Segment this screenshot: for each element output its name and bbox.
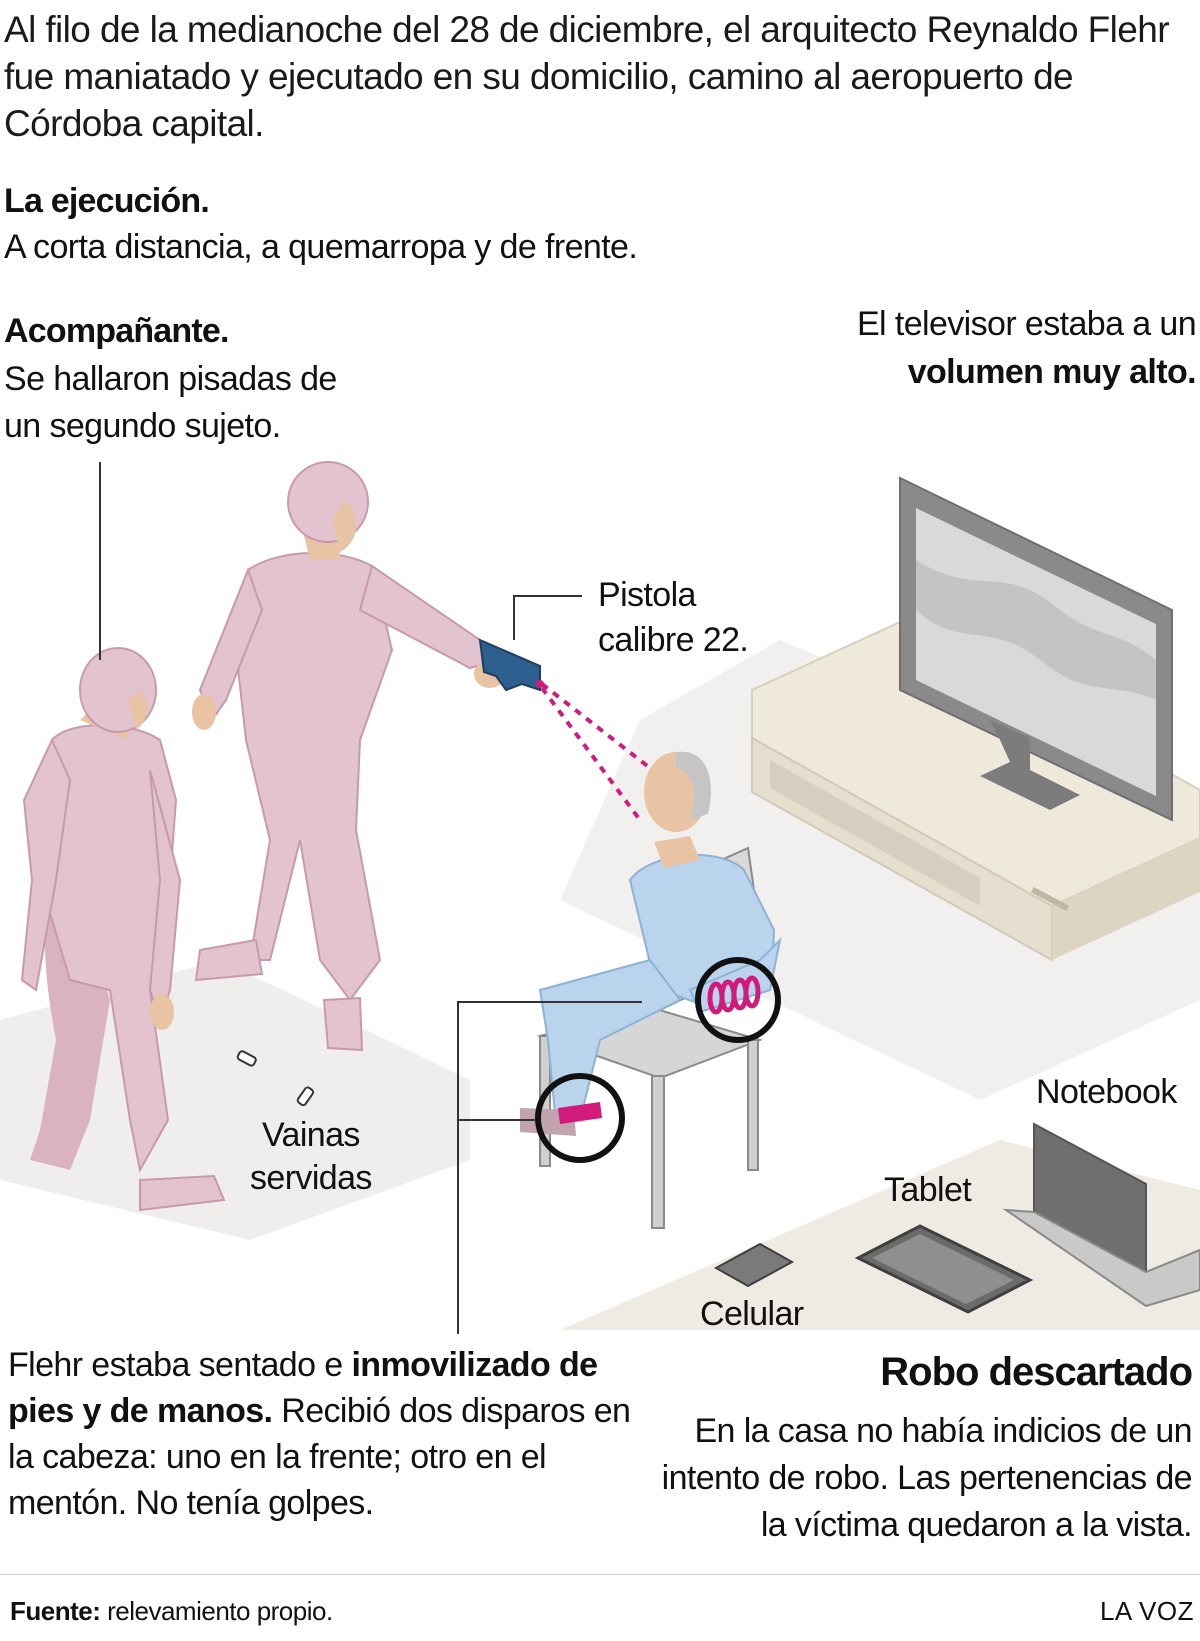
- tablet-device: [854, 1224, 1034, 1314]
- bullet-trajectories: [540, 682, 652, 822]
- tv-note-bold: volumen muy alto.: [907, 353, 1197, 391]
- mobile-phone: [713, 1242, 795, 1288]
- tv-stand: [751, 620, 1200, 962]
- casings-label-line2: servidas: [250, 1159, 372, 1197]
- shooter-figure: [192, 461, 506, 1052]
- shell-casings: [236, 1050, 315, 1107]
- source-label: Fuente:: [10, 1596, 101, 1626]
- companion-body: Se hallaron pisadas de un segundo sujeto…: [4, 360, 337, 445]
- execution-title: La ejecución.: [4, 182, 210, 220]
- notebook-label: Notebook: [1036, 1073, 1177, 1111]
- pistol-label-line2: calibre 22.: [598, 621, 749, 659]
- brand-credit: LA VOZ: [1099, 1596, 1194, 1626]
- television: [899, 476, 1173, 822]
- source-note: Fuente: relevamiento propio.: [10, 1594, 333, 1628]
- companion-title: Acompañante.: [4, 312, 229, 350]
- footer-divider: [0, 1574, 1200, 1575]
- robbery-body: En la casa no había indicios de un inten…: [661, 1412, 1193, 1544]
- robbery-title: Robo descartado: [880, 1350, 1193, 1394]
- pistol-label-line1: Pistola: [598, 576, 696, 614]
- source-text: relevamiento propio.: [100, 1596, 333, 1626]
- victim-note-bold: inmovilizado de pies y de manos.: [8, 1346, 598, 1430]
- feet-restraint-marker: [535, 1073, 625, 1163]
- victim-leader-line: [457, 1001, 642, 1334]
- execution-body: A corta distancia, a quemarropa y de fre…: [4, 228, 638, 266]
- intro-paragraph: Al filo de la medianoche del 28 de dicie…: [4, 9, 1170, 144]
- hand-restraint-marker: [695, 957, 781, 1043]
- victim-note-text1: Flehr estaba sentado e: [8, 1346, 352, 1384]
- tv-note-text: El televisor estaba a un: [856, 305, 1197, 343]
- pistol-label: Pistola calibre 22.: [598, 573, 749, 663]
- pistol-leader-line: [513, 595, 582, 640]
- phone-label: Celular: [700, 1295, 804, 1333]
- tv-volume-note: El televisor estaba a un volumen muy alt…: [776, 300, 1197, 396]
- accomplice-figure: [20, 647, 226, 1212]
- victim-note-text2: Recibió dos disparos en la cabeza: uno e…: [8, 1392, 631, 1522]
- casings-label-line1: Vainas: [261, 1116, 360, 1154]
- casings-label: Vainas servidas: [250, 1114, 372, 1200]
- victim-note: Flehr estaba sentado e inmovilizado de p…: [8, 1342, 648, 1526]
- notebook-laptop: [1002, 1122, 1200, 1308]
- tablet-label: Tablet: [884, 1171, 972, 1209]
